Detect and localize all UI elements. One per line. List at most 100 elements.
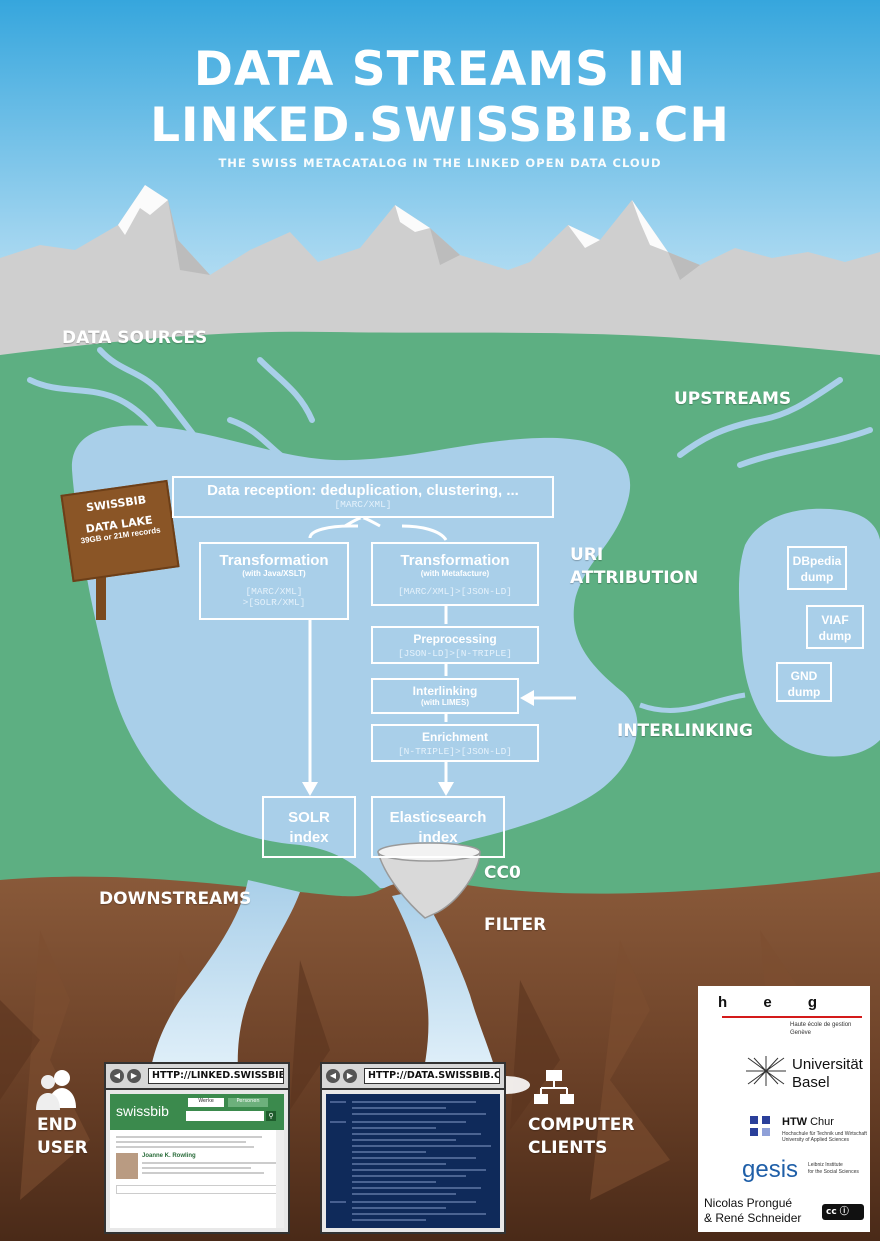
solr-line1: SOLR — [288, 809, 330, 826]
tab-personen[interactable]: Personen — [228, 1098, 268, 1107]
gesis-sub2: for the Social Sciences — [808, 1169, 859, 1175]
search-icon[interactable]: ⚲ — [266, 1111, 276, 1121]
browser-toolbar-2: ◀ ▶ HTTP://DATA.SWISSBIB.CH/ — [322, 1064, 504, 1090]
htw-text: HTW — [782, 1116, 808, 1128]
box-elasticsearch-index: Elasticsearch index — [371, 796, 505, 858]
interlinking-sub: (with LIMES) — [421, 698, 469, 707]
browser-linked-swissbib: ◀ ▶ HTTP://LINKED.SWISSBIB.CH/ swissbib … — [104, 1062, 290, 1234]
result-body: Joanne K. Rowling — [110, 1130, 284, 1197]
htw-logo: HTW Chur — [782, 1116, 834, 1128]
dbpedia-line2: dump — [800, 570, 834, 584]
preprocessing-code: [JSON-LD]>[N-TRIPLE] — [397, 648, 513, 659]
box-enrichment: Enrichment [N-TRIPLE]>[JSON-LD] — [371, 724, 539, 762]
waterfall-left — [148, 880, 300, 1090]
heg-logo: h e g — [718, 994, 834, 1011]
swissbib-header: swissbib Werke Personen ⚲ — [110, 1094, 284, 1130]
transform-mf-title: Transformation — [400, 552, 510, 569]
transform-mf-code: [MARC/XML]>[JSON-LD] — [397, 586, 513, 597]
dbpedia-line1: DBpedia — [792, 554, 842, 568]
forward-icon-2[interactable]: ▶ — [343, 1069, 357, 1083]
gnd-line1: GND — [790, 669, 818, 683]
elastic-line1: Elasticsearch — [389, 809, 487, 826]
label-cc0: CC0 — [484, 863, 521, 883]
enrichment-code: [N-TRIPLE]>[JSON-LD] — [397, 746, 513, 757]
heg-sub2: Genève — [790, 1030, 812, 1036]
label-downstreams: DOWNSTREAMS — [99, 889, 252, 909]
box-preprocessing: Preprocessing [JSON-LD]>[N-TRIPLE] — [371, 626, 539, 664]
subtitle: THE SWISS METACATALOG IN THE LINKED OPEN… — [218, 156, 662, 170]
preprocessing-title: Preprocessing — [413, 632, 497, 646]
basel-line1: Universität — [792, 1056, 863, 1073]
back-icon-2[interactable]: ◀ — [326, 1069, 340, 1083]
person-name[interactable]: Joanne K. Rowling — [142, 1153, 196, 1159]
elastic-line2: index — [418, 829, 458, 846]
back-icon[interactable]: ◀ — [110, 1069, 124, 1083]
authors-line1: Nicolas Prongué — [704, 1196, 793, 1210]
label-clients: CLIENTS — [528, 1138, 608, 1158]
htw-squares-icon — [750, 1116, 770, 1136]
box-data-reception: Data reception: deduplication, clusterin… — [172, 476, 554, 518]
solr-line2: index — [289, 829, 329, 846]
users-icon — [36, 1070, 76, 1110]
box-interlinking: Interlinking (with LIMES) — [371, 678, 519, 714]
swissbib-logo: swissbib — [116, 1103, 169, 1119]
gesis-sub1: Leibniz Institute — [808, 1162, 843, 1168]
code-lines — [330, 1101, 491, 1221]
title-line-2: LINKED.SWISSBIB.CH — [150, 98, 730, 153]
gnd-line2: dump — [787, 685, 821, 699]
transform-java-code1: [MARC/XML] — [245, 586, 303, 597]
enrichment-title: Enrichment — [421, 730, 488, 744]
label-upstreams: UPSTREAMS — [674, 389, 792, 409]
scrollbar[interactable] — [276, 1130, 284, 1228]
reception-title: Data reception: deduplication, clusterin… — [207, 482, 519, 499]
logos-panel: h e g Haute école de gestion Genève Univ… — [698, 986, 870, 1232]
waterfall-right — [392, 890, 500, 1090]
box-gnd-dump: GND dump — [776, 662, 832, 702]
url-bar-2[interactable]: HTTP://DATA.SWISSBIB.CH/ — [364, 1068, 500, 1084]
htw-sub2: University of Applied Sciences — [782, 1137, 849, 1143]
cc-text: cc — [826, 1207, 837, 1217]
url-bar[interactable]: HTTP://LINKED.SWISSBIB.CH/ — [148, 1068, 284, 1084]
label-interlinking: INTERLINKING — [617, 721, 753, 741]
mountains — [0, 185, 880, 380]
label-computer: COMPUTER — [528, 1115, 635, 1135]
dumps-pond — [738, 508, 880, 757]
browser-toolbar: ◀ ▶ HTTP://LINKED.SWISSBIB.CH/ — [106, 1064, 288, 1090]
transform-java-title: Transformation — [219, 552, 329, 569]
tab-werke[interactable]: Werke — [188, 1098, 224, 1107]
box-dbpedia-dump: DBpedia dump — [787, 546, 847, 590]
network-icon — [534, 1070, 574, 1104]
interlinking-title: Interlinking — [412, 684, 478, 698]
reception-code: [MARC/XML] — [334, 499, 392, 510]
label-data-sources: DATA SOURCES — [62, 328, 208, 348]
transform-java-sub: (with Java/XSLT) — [242, 569, 306, 578]
box-transformation-java: Transformation (with Java/XSLT) [MARC/XM… — [199, 542, 349, 620]
label-filter: FILTER — [484, 915, 547, 935]
box-viaf-dump: VIAF dump — [806, 605, 864, 649]
label-end: END — [37, 1115, 77, 1135]
title-line-1: DATA STREAMS IN — [193, 42, 687, 97]
cc-license-icon[interactable]: cc ⓘ — [822, 1204, 864, 1220]
box-transformation-metafacture: Transformation (with Metafacture) [MARC/… — [371, 542, 539, 606]
json-ld-console — [326, 1094, 500, 1228]
author-photo — [116, 1153, 138, 1179]
sign-post — [96, 560, 106, 620]
lake — [71, 425, 638, 888]
heg-rule — [722, 1016, 862, 1018]
htw-sub1: Hochschule für Technik und Wirtschaft — [782, 1131, 867, 1137]
browser-data-swissbib: ◀ ▶ HTTP://DATA.SWISSBIB.CH/ — [320, 1062, 506, 1234]
label-user: USER — [37, 1138, 88, 1158]
label-attribution: ATTRIBUTION — [570, 568, 699, 588]
data-lake-sign: SWISSBIB DATA LAKE 39GB or 21M records — [60, 479, 180, 583]
viaf-line2: dump — [818, 629, 852, 643]
gesis-logo: gesis — [742, 1156, 799, 1183]
authors-line2: & René Schneider — [704, 1211, 802, 1225]
label-uri: URI — [570, 545, 604, 565]
search-input[interactable] — [186, 1111, 264, 1121]
forward-icon[interactable]: ▶ — [127, 1069, 141, 1083]
transform-java-code2: >[SOLR/XML] — [242, 597, 306, 608]
browser-content: swissbib Werke Personen ⚲ Joanne K. Rowl… — [110, 1094, 284, 1228]
transform-mf-sub: (with Metafacture) — [420, 569, 490, 578]
viaf-line1: VIAF — [821, 613, 849, 627]
